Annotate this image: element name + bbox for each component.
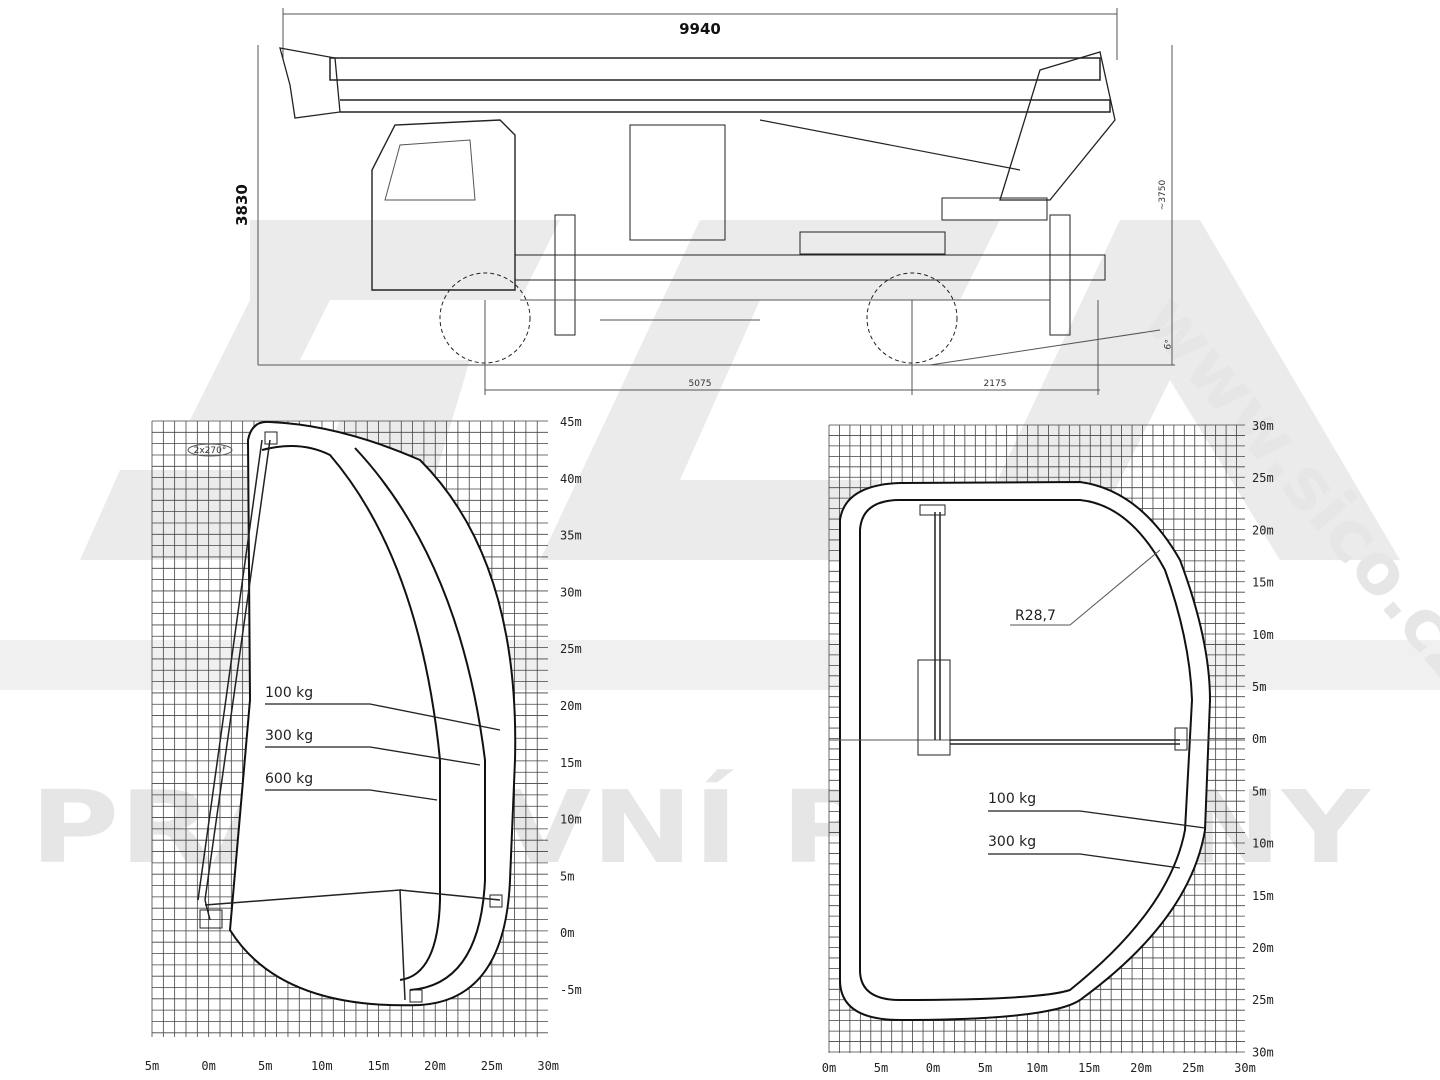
boom: [329, 57, 1111, 113]
envelope-300kg: [859, 499, 1194, 1002]
envelope-100kg: [228, 420, 517, 1007]
x-tick-label: 25m: [481, 1059, 503, 1073]
radius-label: R28,7: [1015, 608, 1056, 624]
platform-top: [264, 431, 278, 445]
x-tick-label: 10m: [1026, 1061, 1048, 1075]
platform-basket: [279, 47, 341, 119]
wheelbase-label: 5075: [689, 379, 712, 389]
y-tick-label: 5m: [1252, 680, 1266, 694]
y-tick-label: -5m: [560, 983, 582, 997]
cab-window: [384, 139, 476, 201]
outrigger-rear: [1049, 214, 1071, 336]
rotation-badge: [187, 443, 233, 457]
x-tick-label: 15m: [368, 1059, 390, 1073]
truck-side-view: 9940 3830 ~3750 5075 2175 6°: [233, 8, 1175, 395]
watermark-logo-c: [540, 220, 1000, 560]
x-tick-label: 5m: [258, 1059, 272, 1073]
cab: [371, 119, 516, 291]
x-tick-label: 25m: [1182, 1061, 1204, 1075]
side-working-range-chart: 45m 40m 35m 30m 25m 20m 15m 10m 5m 0m -5m 5m 0m 5m 10m…: [145, 415, 582, 1073]
y-tick-label: 30m: [1252, 419, 1274, 433]
watermark-logo-a: [960, 220, 1400, 560]
x-tick-label: 0m: [201, 1059, 215, 1073]
y-tick-label: 25m: [560, 642, 582, 656]
approach-angle-label: 6°: [1163, 339, 1175, 351]
y-tick-label: 45m: [560, 415, 582, 429]
y-tick-label: 15m: [1252, 889, 1274, 903]
load-arrow: [988, 853, 1181, 869]
rear-overhang-label: 2175: [984, 379, 1007, 389]
y-tick-label: 0m: [560, 926, 574, 940]
x-tick-label: 30m: [1234, 1061, 1256, 1075]
y-tick-label: 20m: [1252, 523, 1274, 537]
x-tick-label: 5m: [874, 1061, 888, 1075]
y-tick-label: 25m: [1252, 993, 1274, 1007]
truck-base: [917, 659, 951, 756]
envelope-600kg: [261, 445, 441, 981]
boom-outline: [934, 512, 1180, 745]
rear-wheel: [866, 272, 958, 364]
y-tick-label: 15m: [1252, 576, 1274, 590]
y-tick-label: 30m: [560, 585, 582, 599]
top-working-range-chart: 30m 25m 20m 15m 10m 5m 0m 5m 10m 15m 20m 25m 30m 0m 5m…: [822, 419, 1274, 1075]
y-tick-label: 30m: [1252, 1045, 1274, 1059]
y-tick-label: 10m: [560, 813, 582, 827]
y-tick-label: 5m: [1252, 784, 1266, 798]
operator-control-box: [629, 124, 726, 241]
watermark-logo-s: [80, 220, 560, 560]
x-tick-label: 0m: [926, 1061, 940, 1075]
load-label: 100 kg: [265, 685, 313, 701]
y-tick-label: 20m: [1252, 941, 1274, 955]
y-tick-label: 25m: [1252, 471, 1274, 485]
y-tick-label: 15m: [560, 756, 582, 770]
envelope-100kg: [839, 480, 1212, 1022]
x-tick-label: 15m: [1078, 1061, 1100, 1075]
load-label: 300 kg: [265, 728, 313, 744]
approach-angle-line: [929, 329, 1161, 366]
load-label: 300 kg: [988, 834, 1036, 850]
x-tick-label: 5m: [978, 1061, 992, 1075]
load-arrow: [265, 746, 481, 766]
overall-length-label: 9940: [679, 20, 721, 38]
turntable: [941, 197, 1048, 221]
rotation-badge-label: 2x270°: [194, 446, 227, 456]
load-arrow: [265, 789, 438, 801]
y-tick-label: 10m: [1252, 628, 1274, 642]
x-tick-label: 30m: [537, 1059, 559, 1073]
transport-height-label: ~3750: [1158, 180, 1168, 211]
y-tick-label: 35m: [560, 529, 582, 543]
x-tick-label: 0m: [822, 1061, 836, 1075]
overall-height-label: 3830: [233, 184, 251, 226]
front-wheel: [439, 272, 531, 364]
x-tick-label: 20m: [424, 1059, 446, 1073]
load-arrow: [988, 810, 1206, 829]
load-label: 600 kg: [265, 771, 313, 787]
x-tick-label: 5m: [145, 1059, 159, 1073]
chassis-frame: [514, 254, 1106, 281]
y-tick-label: 40m: [560, 472, 582, 486]
y-tick-label: 10m: [1252, 837, 1274, 851]
load-label: 100 kg: [988, 791, 1036, 807]
outrigger-front: [554, 214, 576, 336]
y-tick-label: 5m: [560, 869, 574, 883]
y-tick-label: 0m: [1252, 732, 1266, 746]
boom-turret-arm: [999, 51, 1116, 201]
envelope-300kg: [354, 447, 486, 991]
x-tick-label: 20m: [1130, 1061, 1152, 1075]
y-tick-label: 20m: [560, 699, 582, 713]
load-arrow: [265, 703, 501, 731]
x-tick-label: 10m: [311, 1059, 333, 1073]
truck-base: [199, 909, 223, 929]
